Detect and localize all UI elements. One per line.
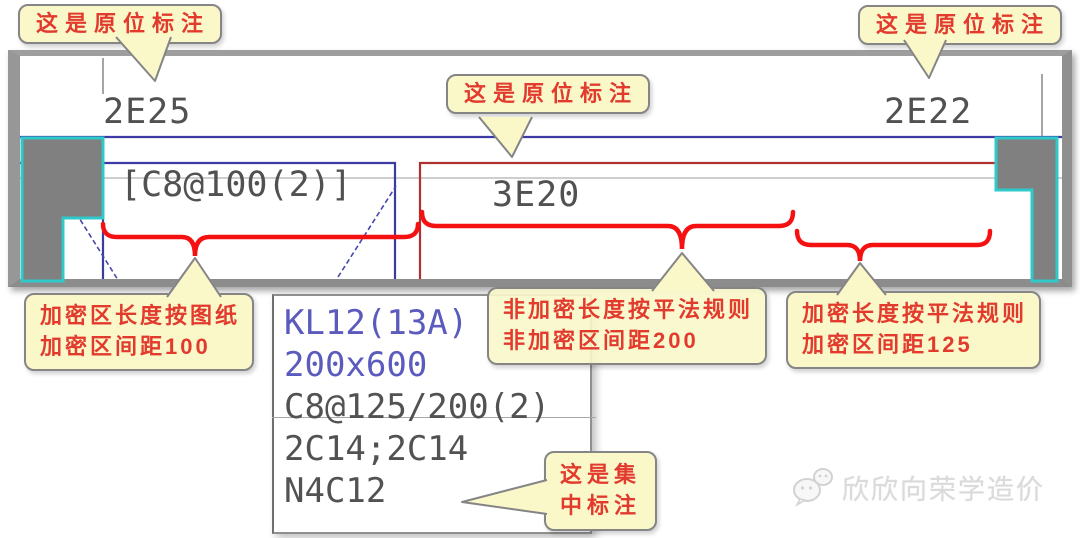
callout-line: 加密区间距100: [40, 334, 211, 359]
callout-top-right-insitu: 这是原位标注: [858, 5, 1063, 45]
callout-dense-zone-left: 加密区长度按图纸 加密区间距100: [24, 293, 255, 371]
watermark-text: 欣欣向荣学造价: [842, 474, 1045, 505]
wechat-icon: [793, 468, 833, 508]
callout-dense-zone-right: 加密长度按平法规则 加密区间距125: [786, 291, 1042, 369]
stirrup-spec-text: C8@125/200(2): [284, 387, 551, 427]
beam-id-text: KL12(13A): [284, 303, 469, 343]
callout-line: 加密长度按平法规则: [802, 301, 1028, 326]
callout-line: 加密区间距125: [802, 332, 973, 357]
right-support-rebar-text: 2E22: [884, 92, 973, 132]
beam-section-text: 200x600: [284, 345, 428, 385]
watermark: 欣欣向荣学造价: [790, 466, 1045, 508]
callout-non-dense-zone: 非加密长度按平法规则 非加密区间距200: [487, 287, 768, 365]
callout-top-left-insitu: 这是原位标注: [18, 4, 223, 44]
top-rebar-spec-text: 2C14;2C14: [284, 429, 469, 469]
callout-collective-label: 这是集 中标注: [544, 451, 658, 531]
callout-line: 非加密长度按平法规则: [503, 297, 754, 322]
callout-mid-insitu: 这是原位标注: [446, 74, 651, 114]
dimension-line: [272, 417, 596, 418]
callout-line: 中标注: [560, 493, 642, 518]
mid-span-rebar-text: 3E20: [492, 175, 581, 215]
insitu-stirrup-text: [C8@100(2)]: [120, 165, 352, 205]
callout-line: 非加密区间距200: [503, 328, 699, 353]
side-rebar-spec-text: N4C12: [284, 471, 387, 511]
left-support-rebar-text: 2E25: [103, 92, 192, 132]
callout-line: 这是集: [560, 462, 642, 487]
callout-line: 加密区长度按图纸: [40, 303, 241, 328]
